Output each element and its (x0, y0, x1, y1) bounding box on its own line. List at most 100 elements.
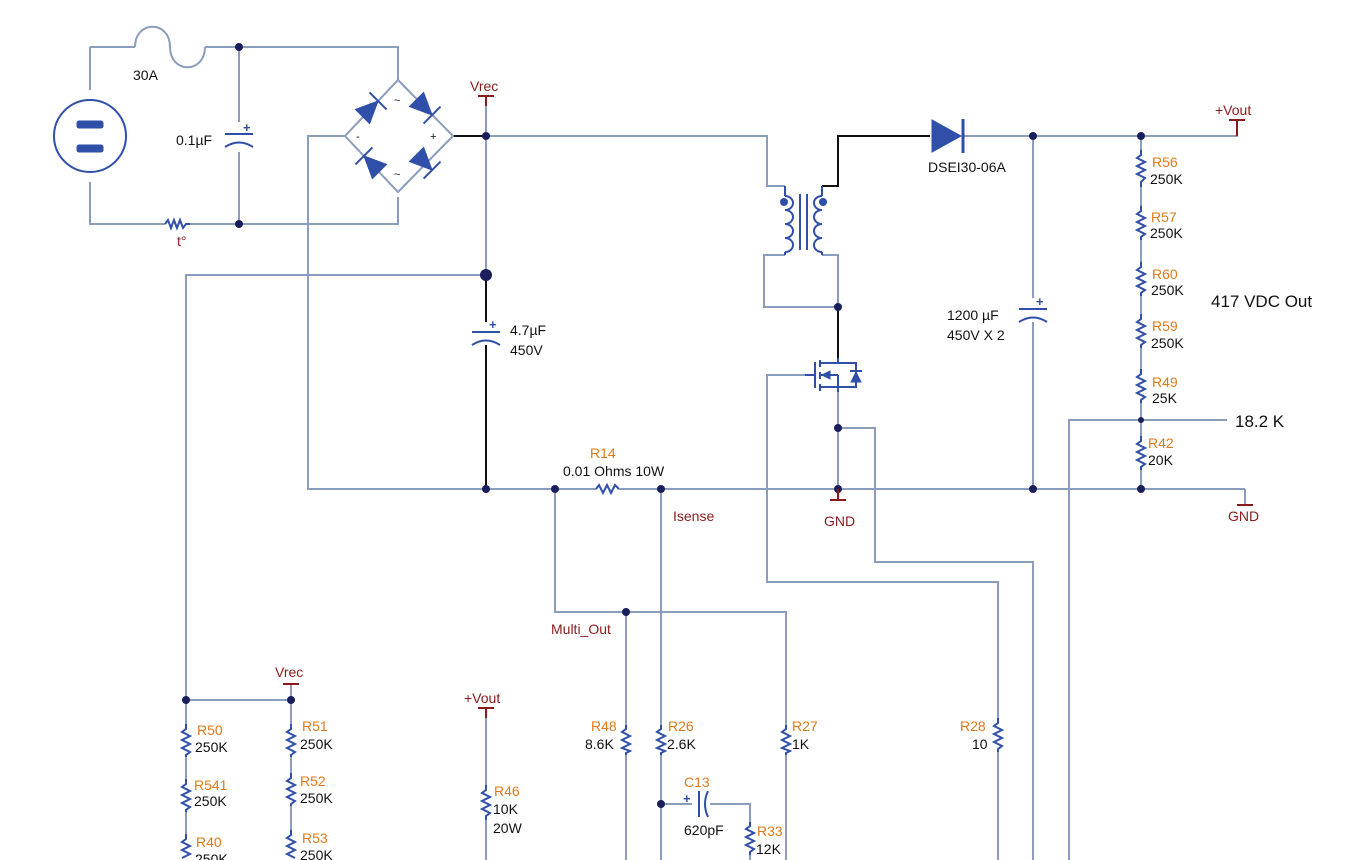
thermistor-label: t° (177, 233, 187, 249)
r27: R27 1K (779, 718, 818, 755)
r51: R51 250K (284, 718, 333, 757)
svg-text:250K: 250K (194, 793, 227, 809)
r53: R53 250K (284, 830, 333, 860)
vrec-bottom-port: Vrec (275, 664, 303, 685)
r49: R49 25K (1134, 369, 1178, 406)
svg-text:R48: R48 (591, 718, 617, 734)
svg-text:1K: 1K (792, 736, 810, 752)
r46: R46 10K 20W (479, 783, 523, 836)
left-divider: R50 250K R541 250K R40 250K (179, 722, 228, 860)
svg-text:R53: R53 (302, 830, 328, 846)
ac-input-source (53, 99, 127, 173)
svg-text:+Vout: +Vout (464, 690, 500, 706)
gnd-center-port: GND (824, 489, 855, 529)
r42: R42 20K (1134, 435, 1174, 470)
svg-text:250K: 250K (1151, 335, 1184, 351)
diode-part-label: DSEI30-06A (928, 159, 1006, 175)
vout-top-port: +Vout (1215, 102, 1251, 136)
fuse: 30A (133, 25, 206, 83)
svg-text:450V X 2: 450V X 2 (947, 327, 1005, 343)
output-divider: R56 250K R57 250K R60 250K R59 250K R49 … (1134, 150, 1184, 470)
r33: R33 12K (743, 822, 783, 857)
r28: R28 10 (960, 718, 1005, 752)
svg-text:620pF: 620pF (684, 822, 724, 838)
r57: R57 250K (1134, 206, 1183, 241)
bridge-rectifier: - + ~ ~ (343, 78, 455, 194)
c-in-label: 0.1µF (176, 132, 212, 148)
sense-resistor-r14: R14 0.01 Ohms 10W (563, 445, 665, 496)
svg-text:10K: 10K (493, 801, 519, 817)
svg-text:250K: 250K (1150, 171, 1183, 187)
power-wires (453, 135, 930, 489)
svg-text:R28: R28 (960, 718, 986, 734)
gnd-right-port: GND (1228, 504, 1259, 524)
output-diode: DSEI30-06A (928, 119, 1006, 175)
svg-text:R40: R40 (196, 834, 222, 850)
svg-text:1200 µF: 1200 µF (947, 307, 999, 323)
svg-text:R50: R50 (197, 722, 223, 738)
flyback-transformer (780, 186, 827, 255)
output-capacitor: + 1200 µF 450V X 2 (947, 294, 1048, 343)
svg-text:250K: 250K (195, 851, 228, 860)
mid-divider: R51 250K R52 250K R53 250K (284, 718, 333, 860)
svg-text:20W: 20W (493, 820, 523, 836)
svg-text:R59: R59 (1152, 318, 1178, 334)
r48: R48 8.6K (585, 718, 633, 755)
svg-text:250K: 250K (1150, 225, 1183, 241)
svg-text:250K: 250K (1151, 282, 1184, 298)
bulk-capacitor: + 4.7µF 450V (471, 317, 546, 358)
svg-text:R14: R14 (590, 445, 616, 461)
vrec-top-port: Vrec (470, 78, 498, 106)
svg-text:~: ~ (394, 169, 400, 181)
r56: R56 250K (1134, 150, 1183, 187)
vout-annotation: 417 VDC Out (1211, 292, 1312, 311)
svg-text:~: ~ (394, 95, 400, 107)
svg-text:250K: 250K (300, 847, 333, 860)
svg-text:R541: R541 (194, 777, 228, 793)
svg-text:+: + (489, 317, 497, 332)
svg-text:R60: R60 (1152, 266, 1178, 282)
r26: R26 2.6K (654, 718, 696, 755)
svg-text:8.6K: 8.6K (585, 736, 614, 752)
svg-text:20K: 20K (1148, 452, 1174, 468)
svg-text:C13: C13 (684, 774, 710, 790)
svg-text:250K: 250K (300, 790, 333, 806)
svg-text:+: + (683, 791, 691, 806)
svg-text:R26: R26 (668, 718, 694, 734)
junctions (182, 43, 1145, 808)
r60: R60 250K (1134, 262, 1184, 298)
c13: + C13 620pF (683, 774, 724, 838)
svg-text:250K: 250K (195, 739, 228, 755)
multi-out-label: Multi_Out (551, 621, 611, 637)
svg-text:0.01 Ohms 10W: 0.01 Ohms 10W (563, 463, 665, 479)
svg-text:12K: 12K (756, 841, 782, 857)
svg-text:Vrec: Vrec (275, 664, 303, 680)
svg-text:R51: R51 (302, 718, 328, 734)
svg-text:4.7µF: 4.7µF (510, 322, 546, 338)
svg-text:R56: R56 (1152, 154, 1178, 170)
tap-annotation: 18.2 K (1235, 412, 1285, 431)
svg-text:10: 10 (972, 736, 988, 752)
svg-text:+: + (1036, 294, 1044, 309)
svg-text:+: + (430, 131, 436, 143)
r52: R52 250K (284, 773, 333, 806)
svg-text:R46: R46 (494, 783, 520, 799)
svg-text:450V: 450V (510, 342, 543, 358)
vout-bottom-port: +Vout (464, 690, 500, 718)
vout-top-label: +Vout (1215, 102, 1251, 118)
r59: R59 250K (1134, 314, 1184, 351)
svg-text:R27: R27 (792, 718, 818, 734)
gnd-center-label: GND (824, 513, 855, 529)
svg-text:250K: 250K (300, 736, 333, 752)
isense-label: Isense (673, 508, 714, 524)
r541: R541 250K (179, 777, 228, 812)
svg-text:R33: R33 (757, 823, 783, 839)
gnd-right-label: GND (1228, 508, 1259, 524)
svg-text:R57: R57 (1151, 209, 1177, 225)
r50: R50 250K (179, 722, 228, 757)
svg-text:+: + (243, 120, 251, 135)
fuse-label: 30A (133, 67, 159, 83)
svg-text:25K: 25K (1152, 390, 1178, 406)
r40: R40 250K (179, 834, 228, 860)
